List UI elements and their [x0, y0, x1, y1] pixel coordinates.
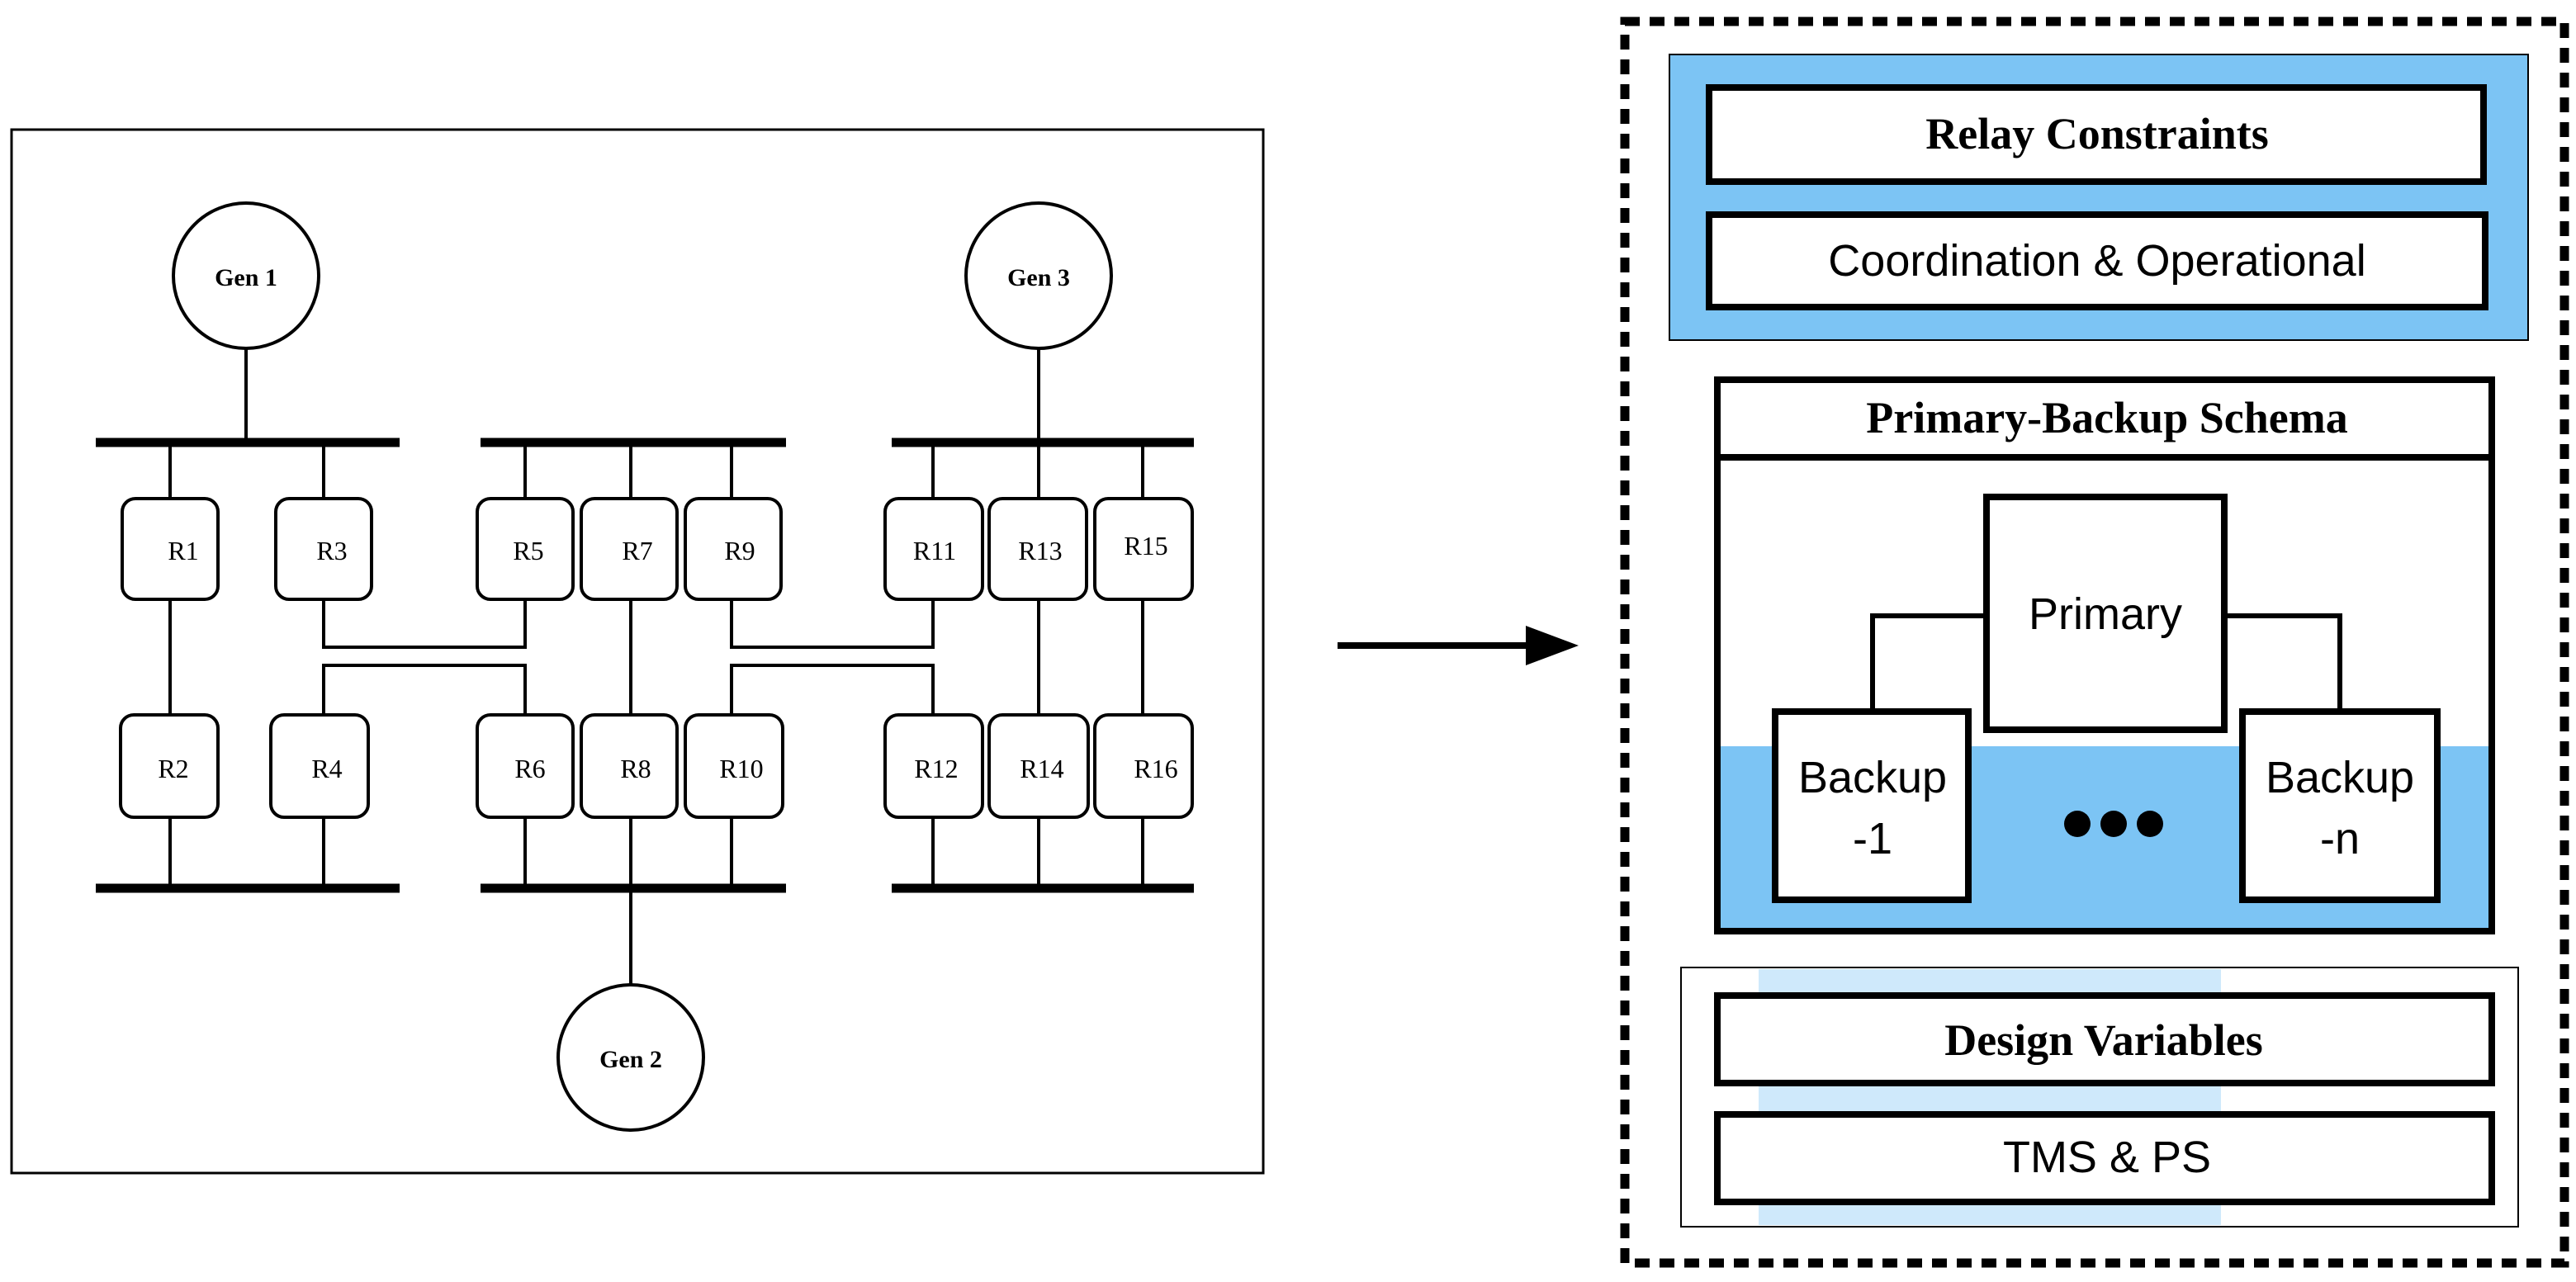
design-variables-block: Design Variables TMS & PS	[1680, 967, 2519, 1228]
backup-1-label-line-1: Backup	[1798, 753, 1947, 802]
relay-r3-label: R3	[316, 536, 347, 565]
ellipsis-icon	[2064, 811, 2163, 837]
relay-r9: R9	[684, 497, 783, 601]
relay-r13-label: R13	[1018, 536, 1062, 565]
gen-2-label: Gen 2	[599, 1046, 662, 1073]
relay-r1: R1	[121, 497, 220, 601]
primary-label: Primary	[2029, 589, 2182, 639]
primary-backup-block: Primary-Backup Schema Primary Backup -1 …	[1714, 376, 2495, 934]
relays: R1 R2 R3 R4 R5 R6 R7 R8 R9 R10 R11 R12 R…	[119, 497, 1194, 819]
relay-r14-label: R14	[1020, 754, 1063, 783]
relay-r14: R14	[987, 713, 1090, 819]
relay-r15-label: R15	[1124, 531, 1167, 561]
relay-r10: R10	[684, 713, 784, 819]
gen-1-label: Gen 1	[215, 264, 277, 291]
power-network-panel: Gen 1 Gen 3 Gen 2	[10, 128, 1265, 1175]
backup-n-label-line-1: Backup	[2266, 753, 2414, 802]
relay-r12-label: R12	[914, 754, 958, 783]
generator-gen-3: Gen 3	[964, 201, 1113, 442]
primary-box: Primary	[1983, 494, 2228, 733]
relay-r5-label: R5	[513, 536, 543, 565]
design-variables-title: Design Variables	[1944, 1015, 2263, 1065]
relay-r7-label: R7	[622, 536, 652, 565]
relay-r8: R8	[580, 713, 679, 819]
relay-r1-label: R1	[168, 536, 198, 565]
relay-r15: R15	[1093, 497, 1194, 601]
relay-r4-label: R4	[311, 754, 342, 783]
relay-r2: R2	[119, 713, 220, 819]
relay-r11: R11	[883, 497, 984, 601]
generator-gen-1: Gen 1	[172, 201, 320, 442]
relay-r8-label: R8	[620, 754, 651, 783]
relay-r9-label: R9	[724, 536, 755, 565]
relay-r10-label: R10	[719, 754, 763, 783]
relay-constraints-detail: Coordination & Operational	[1828, 236, 2365, 286]
relay-r6-label: R6	[514, 754, 545, 783]
backup-n-label-line-2: -n	[2320, 814, 2360, 863]
relay-r13: R13	[987, 497, 1088, 601]
bus-bars	[96, 438, 1194, 893]
relay-constraints-title: Relay Constraints	[1925, 109, 2269, 158]
right-arrow-icon	[1338, 626, 1579, 665]
relay-r16: R16	[1093, 713, 1194, 819]
primary-backup-title: Primary-Backup Schema	[1866, 393, 2347, 442]
relay-r11-label: R11	[913, 536, 956, 565]
relay-r5: R5	[476, 497, 575, 601]
relay-r7: R7	[580, 497, 679, 601]
backup-n-box: Backup -n	[2239, 708, 2441, 903]
relay-r2-label: R2	[158, 754, 188, 783]
design-variables-detail: TMS & PS	[2003, 1133, 2211, 1182]
relay-r16-label: R16	[1134, 754, 1177, 783]
relay-r4: R4	[269, 713, 370, 819]
schema-panel: Relay Constraints Coordination & Operati…	[1620, 17, 2569, 1268]
relay-constraints-block: Relay Constraints Coordination & Operati…	[1669, 54, 2529, 341]
generator-gen-2: Gen 2	[556, 888, 705, 1132]
gen-3-label: Gen 3	[1007, 264, 1070, 291]
relay-r12: R12	[883, 713, 984, 819]
relay-r3: R3	[274, 497, 373, 601]
relay-r6: R6	[476, 713, 575, 819]
backup-1-box: Backup -1	[1772, 708, 1972, 903]
network-lines	[168, 442, 1144, 888]
backup-1-label-line-2: -1	[1853, 814, 1892, 863]
schema-dashed-frame	[1620, 17, 2569, 1268]
